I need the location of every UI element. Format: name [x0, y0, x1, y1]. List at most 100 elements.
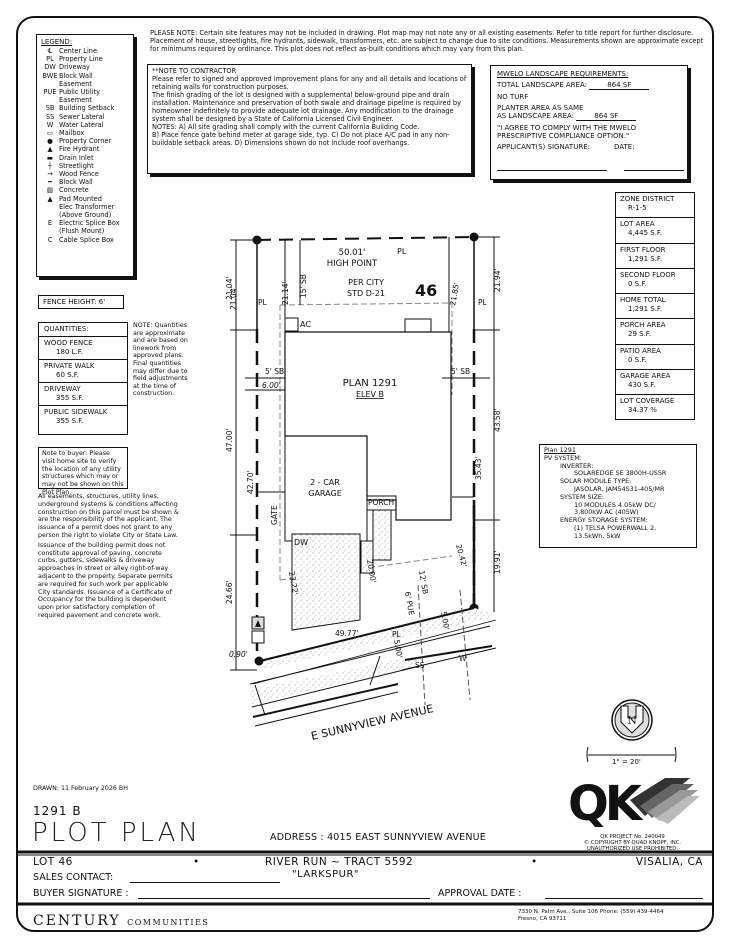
legend-item-mailbox: ▭Mailbox: [41, 129, 129, 137]
sales-contact-field[interactable]: [130, 882, 280, 883]
scale-label: 1" = 20': [612, 758, 641, 766]
transformer-icon: ▲: [47, 194, 53, 203]
drawn-date: DRAWN: 11 February 2026 BH: [33, 785, 128, 792]
address: ADDRESS : 4015 EAST SUNNYVIEW AVENUE: [270, 832, 486, 843]
pv-system-panel: Plan 1291 PV SYSTEM: INVERTER: SOLAREDGE…: [539, 444, 697, 548]
svg-text:49.77': 49.77': [335, 629, 359, 638]
page-title: PLOT PLAN: [32, 818, 201, 848]
svg-text:21.14': 21.14': [281, 281, 290, 305]
svg-text:21.04': 21.04': [225, 276, 234, 300]
company-logo: CENTURY COMMUNITIES: [33, 913, 210, 929]
legend-item-property-corner: ●Property Corner: [41, 137, 129, 145]
svg-text:QK: QK: [568, 776, 644, 832]
concrete-icon: ▨: [46, 186, 54, 195]
svg-text:5.00': 5.00': [392, 639, 404, 659]
svg-text:23.22': 23.22': [287, 571, 300, 596]
contractor-note-line: The finish grading of the lot is designe…: [152, 91, 461, 123]
community-name: "LARKSPUR": [292, 869, 359, 880]
svg-text:5' SB: 5' SB: [451, 367, 470, 376]
svg-text:20.42': 20.42': [454, 543, 469, 568]
svg-text:ELEV B: ELEV B: [356, 390, 384, 399]
svg-text:GATE: GATE: [270, 505, 279, 525]
svg-text:15' SB: 15' SB: [299, 274, 308, 298]
tract-name: RIVER RUN ~ TRACT 5592: [265, 856, 414, 868]
legend-item-transformer: ▲Pad Mounted: [41, 195, 129, 203]
legend-item: ℄Center Line: [47, 47, 98, 55]
svg-text:50.01': 50.01': [339, 248, 366, 258]
quantities-title: QUANTITIES:: [39, 323, 127, 337]
legend-item: (Above Ground): [59, 211, 112, 220]
svg-text:47.00': 47.00': [225, 428, 234, 452]
svg-text:20.00': 20.00': [365, 559, 378, 584]
contractor-note-line: Please refer to signed and approved impr…: [152, 75, 467, 91]
legend-item: Easement: [59, 96, 92, 105]
approval-date-field[interactable]: [545, 898, 703, 899]
svg-text:5' SB: 5' SB: [265, 367, 284, 376]
svg-text:5.00': 5.00': [439, 611, 451, 631]
qk-credits: QK PROJECT No. 240049 © COPYRIGHT BY QUA…: [583, 834, 682, 852]
fence-height: FENCE HEIGHT: 6': [38, 295, 124, 309]
svg-text:DW: DW: [294, 538, 308, 547]
legend-item: Elec Transformer: [59, 202, 115, 211]
svg-text:43.58': 43.58': [493, 408, 502, 432]
svg-text:PL: PL: [258, 298, 268, 307]
legend-item-streetlight: ┼Streetlight: [41, 162, 129, 170]
mwelo-title: MWELO LANDSCAPE REQUIREMENTS:: [497, 70, 629, 78]
svg-text:PL: PL: [397, 247, 407, 256]
svg-text:42.70': 42.70': [246, 470, 255, 494]
svg-text:PLAN 1291: PLAN 1291: [343, 378, 398, 389]
fire-hydrant-icon: ▲: [47, 145, 53, 154]
svg-text:W: W: [459, 654, 467, 663]
contractor-note-line: NOTES: A) All site grading shall comply …: [152, 123, 420, 131]
svg-text:19.91': 19.91': [493, 550, 502, 574]
buyer-signature-field[interactable]: [138, 898, 430, 899]
sales-contact-label: SALES CONTACT:: [33, 872, 114, 883]
svg-text:21.94': 21.94': [493, 268, 502, 292]
quantities-note: NOTE: Quantities are approximate and are…: [133, 322, 188, 398]
legend-title: LEGEND:: [41, 38, 73, 46]
legend-item: (Flush Mount): [59, 227, 105, 236]
no-turf: NO TURF: [497, 93, 529, 101]
electric-splice-box-icon: E: [47, 219, 53, 228]
svg-text:21.04': 21.04': [229, 286, 238, 310]
property-corner-icon: ●: [47, 137, 53, 146]
svg-text:N: N: [627, 714, 637, 727]
mwelo-panel: MWELO LANDSCAPE REQUIREMENTS: TOTAL LAND…: [490, 65, 688, 180]
signature-date-line[interactable]: [624, 170, 684, 171]
wood-fence-icon: →: [47, 170, 53, 179]
drawing-sheet-border: [16, 16, 714, 932]
drain-inlet-icon: ▬: [46, 153, 54, 162]
lot-number: LOT 46: [33, 856, 73, 868]
contractor-note-title: **NOTE TO CONTRACTOR: [152, 67, 237, 75]
total-landscape-area: 864 SF: [589, 81, 650, 90]
svg-text:6' PUE: 6' PUE: [403, 591, 416, 616]
svg-text:24.66': 24.66': [225, 580, 234, 604]
svg-text:HIGH POINT: HIGH POINT: [327, 259, 378, 269]
svg-text:GARAGE: GARAGE: [308, 489, 342, 498]
mailbox-icon: ▭: [46, 129, 54, 138]
legend-item-drain-inlet: ▬Drain Inlet: [41, 154, 129, 162]
plan-elevation: 1291 B: [33, 804, 82, 818]
applicant-signature-line[interactable]: [497, 170, 607, 171]
legend-item-wood-fence: →Wood Fence: [41, 170, 129, 178]
